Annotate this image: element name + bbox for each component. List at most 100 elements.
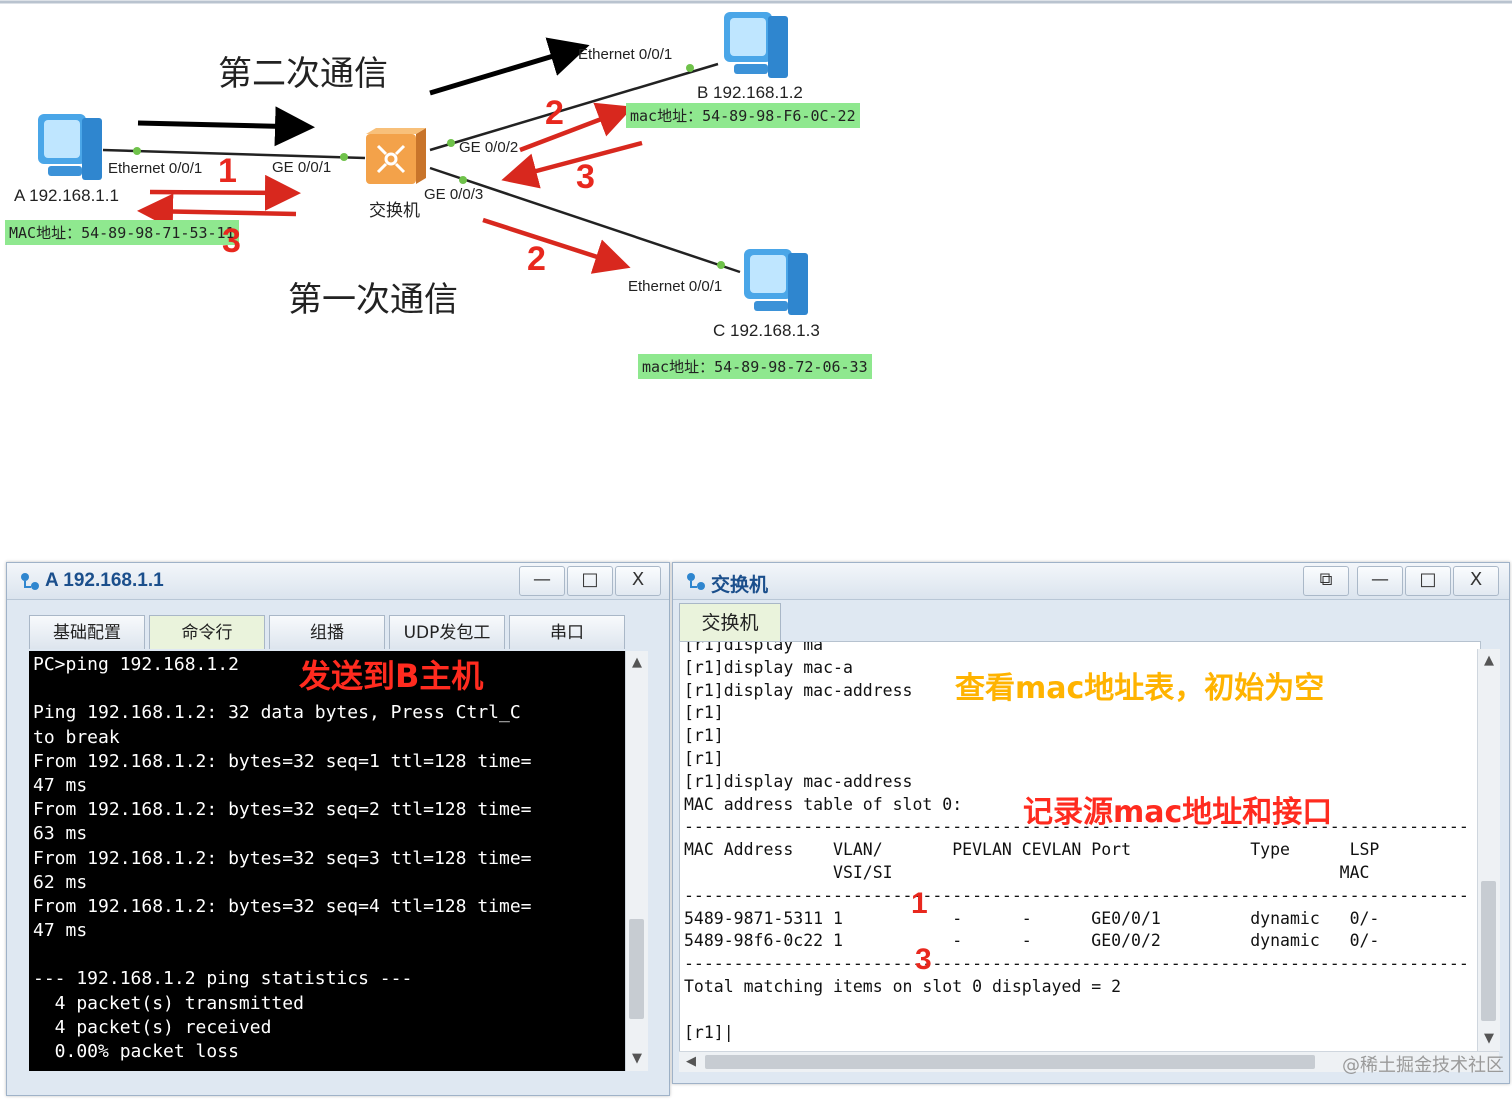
console-line — [684, 999, 1476, 1022]
step-1-marker: 1 — [911, 887, 928, 920]
port-dot — [717, 261, 725, 269]
console-line: PC>ping 192.168.1.2 — [33, 654, 239, 675]
console-line: [r1] — [684, 748, 724, 768]
minimize-button[interactable]: — — [519, 566, 565, 596]
window-host-a: A 192.168.1.1 — □ X 基础配置 命令行 组播 UDP发包工具 … — [6, 562, 670, 1096]
tab-command-line[interactable]: 命令行 — [149, 615, 265, 649]
pc-b-icon[interactable] — [716, 6, 794, 86]
network-topology: 第二次通信 第一次通信 Ethernet 0/0/1 GE 0/0/1 GE 0… — [0, 0, 1512, 379]
link-a-switch — [102, 148, 366, 160]
console-line: ----------------------------------------… — [684, 954, 1469, 974]
tab-multicast[interactable]: 组播 — [269, 615, 385, 649]
scroll-thumb[interactable] — [629, 919, 644, 1019]
host-a-mac: MAC地址：54-89-98-71-53-11 — [5, 220, 239, 245]
console-line: 62 ms — [33, 871, 88, 893]
switch-icon[interactable] — [364, 126, 428, 190]
close-button[interactable]: X — [1453, 566, 1499, 596]
console-line: [r1]display mac-address — [684, 680, 913, 700]
port-switch-ge2: GE 0/0/2 — [459, 139, 519, 156]
scroll-thumb[interactable] — [1481, 881, 1496, 1021]
host-b-mac: mac地址：54-89-98-F6-0C-22 — [626, 103, 860, 128]
overlay-view-mac-table: 查看mac地址表，初始为空 — [955, 671, 1325, 706]
terminal-vertical-scrollbar[interactable]: ▲ ▼ — [1477, 649, 1500, 1051]
switch-terminal[interactable]: [r1]display ma[r1]display mac-a[r1]displ… — [679, 641, 1481, 1053]
step-3-label-b: 3 — [576, 158, 595, 196]
port-dot — [340, 153, 348, 161]
terminal-horizontal-scrollbar[interactable]: ◀ — [679, 1051, 1499, 1072]
console-line: to break — [33, 726, 120, 748]
topology-canvas — [0, 0, 1512, 274]
port-a-eth: Ethernet 0/0/1 — [108, 160, 203, 177]
scroll-down-arrow-icon[interactable]: ▼ — [632, 1051, 642, 1066]
host-c-mac: mac地址：54-89-98-72-06-33 — [638, 354, 872, 379]
console-line: [r1]display mac-address — [684, 771, 913, 791]
console-line: 0.00% packet loss — [33, 1041, 239, 1062]
link-switch-b — [429, 62, 719, 152]
console-line: MAC address table of slot 0: — [684, 794, 963, 814]
minimize-button[interactable]: — — [1357, 566, 1403, 596]
watermark: @稀土掘金技术社区 — [1342, 1055, 1504, 1076]
tab-basic-config[interactable]: 基础配置 — [29, 615, 145, 649]
maximize-button[interactable]: □ — [567, 566, 613, 596]
port-dot — [459, 176, 467, 184]
port-switch-ge1: GE 0/0/1 — [272, 159, 332, 176]
switch-label: 交换机 — [369, 201, 420, 220]
port-c-eth: Ethernet 0/0/1 — [628, 278, 723, 295]
overlay-record-source-mac: 记录源mac地址和接口 — [1023, 795, 1333, 830]
host-a-ip: A 192.168.1.1 — [14, 186, 119, 205]
console-line: MAC Address VLAN/ PEVLAN CEVLAN Port Typ… — [684, 840, 1380, 860]
window-switch-title: 交换机 — [711, 575, 769, 596]
console-line: From 192.168.1.2: bytes=32 seq=2 ttl=128… — [33, 799, 532, 821]
port-dot — [447, 139, 455, 147]
maximize-button[interactable]: □ — [1405, 566, 1451, 596]
step-2-label-c: 2 — [527, 240, 546, 278]
console-line: 5489-98f6-0c22 1 - - GE0/0/2 dynamic 0/- — [684, 931, 1380, 951]
window-a-titlebar[interactable]: A 192.168.1.1 — □ X — [7, 563, 669, 600]
console-line: 4 packet(s) received — [33, 1016, 272, 1038]
host-b-ip: B 192.168.1.2 — [697, 83, 803, 102]
scroll-thumb[interactable] — [705, 1055, 1315, 1069]
app-icon — [687, 573, 705, 590]
console-line: 47 ms — [33, 774, 88, 796]
console-line: ----------------------------------------… — [684, 885, 1469, 905]
console-line: From 192.168.1.2: bytes=32 seq=1 ttl=128… — [33, 750, 532, 772]
red-arrow-switch-to-a — [137, 193, 297, 230]
window-switch-titlebar[interactable]: 交换机 ⧉ — □ X — [673, 563, 1509, 600]
black-arrow-first — [137, 106, 315, 147]
console-line: VSI/SI MAC — [684, 862, 1370, 882]
tab-switch[interactable]: 交换机 — [679, 603, 781, 641]
restore-button[interactable]: ⧉ — [1303, 566, 1349, 596]
console-line: ----------------------------------------… — [684, 817, 1469, 837]
scroll-down-arrow-icon[interactable]: ▼ — [1484, 1031, 1494, 1046]
console-line — [33, 943, 621, 967]
console-line: [r1] — [684, 726, 724, 746]
console-line: 47 ms — [33, 920, 88, 942]
console-line: [r1] — [684, 703, 724, 723]
console-line: 63 ms — [33, 823, 88, 845]
close-button[interactable]: X — [615, 566, 661, 596]
app-icon — [21, 573, 39, 590]
window-switch-tabs: 交换机 — [679, 603, 781, 641]
console-scrollbar[interactable]: ▲ ▼ — [625, 651, 648, 1071]
red-arrow-b-to-switch — [501, 140, 643, 189]
red-arrow-switch-to-c — [482, 217, 631, 274]
tab-udp-tool[interactable]: UDP发包工具 — [389, 615, 505, 677]
scroll-left-arrow-icon[interactable]: ◀ — [686, 1054, 696, 1069]
link-switch-c — [429, 166, 741, 274]
step-2-label-b: 2 — [545, 94, 564, 132]
port-dot — [686, 64, 694, 72]
tab-serial[interactable]: 串口 — [509, 615, 625, 649]
window-switch: 交换机 ⧉ — □ X 交换机 [r1]display ma [r1]displa… — [672, 562, 1510, 1084]
console-line: Total matching items on slot 0 displayed… — [684, 976, 1122, 996]
red-arrow-switch-to-b — [519, 102, 634, 153]
console-line: Ping 192.168.1.2: 32 data bytes, Press C… — [33, 702, 521, 724]
console-line: [r1]display ma — [684, 641, 824, 654]
scroll-up-arrow-icon[interactable]: ▲ — [1484, 653, 1494, 668]
pc-a-icon[interactable] — [30, 108, 108, 188]
console-line: [r1]| — [684, 1022, 734, 1042]
scroll-up-arrow-icon[interactable]: ▲ — [632, 655, 642, 670]
port-b-eth: Ethernet 0/0/1 — [578, 46, 673, 63]
pc-c-icon[interactable] — [736, 243, 814, 323]
console-line: --- 192.168.1.2 ping statistics --- — [33, 968, 413, 990]
